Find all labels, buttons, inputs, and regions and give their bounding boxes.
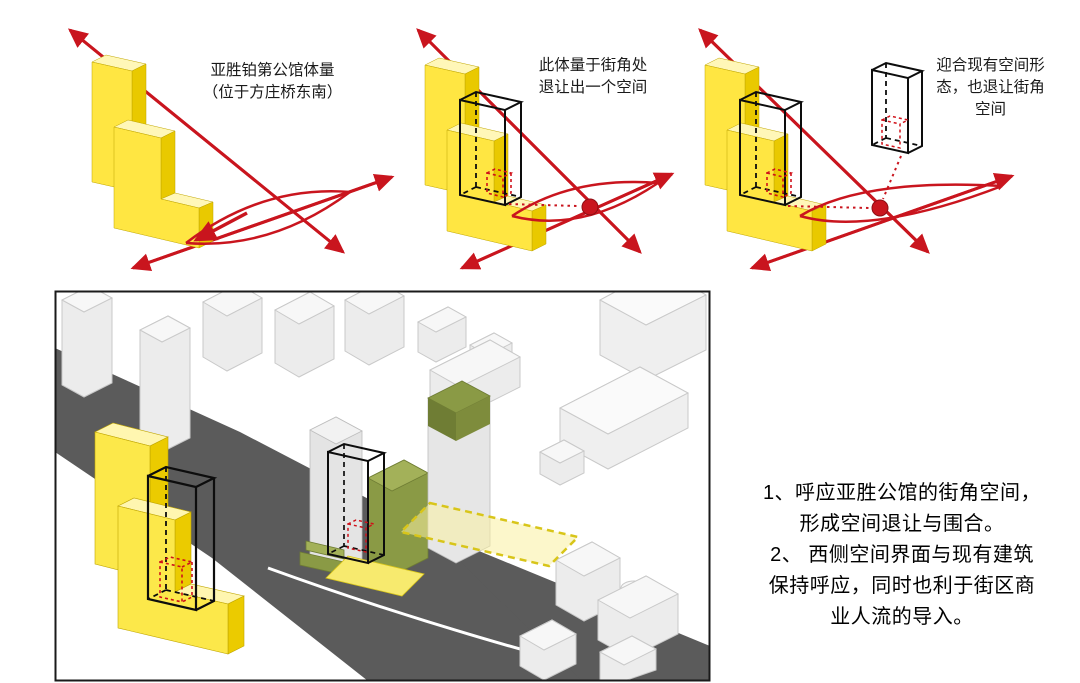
caption-line: 迎合现有空间形	[936, 57, 1045, 74]
corner-space-arcs	[185, 190, 351, 245]
corner-arrow	[193, 211, 248, 242]
dotted-link	[882, 155, 902, 200]
concept-panel-3	[698, 28, 1015, 271]
context-buildings	[60, 292, 708, 680]
note-line: 1、呼应亚胜公馆的街角空间，	[762, 482, 1042, 504]
caption-line: 亚胜铂第公馆体量	[210, 62, 335, 79]
note-line: 2、 西侧空间界面与现有建筑	[770, 544, 1034, 566]
caption-line: 态，也退让街角	[936, 79, 1045, 96]
corner-node-dot	[581, 198, 599, 216]
note-line: 业人流的导入。	[830, 606, 974, 628]
note-line: 形成空间退让与围合。	[799, 513, 1005, 535]
caption-line: 此体量于街角处	[538, 57, 648, 74]
caption-line: 退让出一个空间	[538, 79, 648, 96]
note-line: 保持呼应，同时也利于街区商	[768, 575, 1036, 597]
panel-2-caption: 此体量于街角处 退让出一个空间	[518, 55, 668, 99]
yellow-building	[704, 57, 827, 252]
road-marking	[267, 566, 546, 658]
caption-line: 空间	[974, 101, 1006, 118]
setback-area-dashed	[398, 501, 581, 568]
corner-node-dot	[871, 199, 889, 217]
floating-wireframe-box	[871, 62, 923, 154]
site-image-frame	[54, 290, 711, 682]
design-notes: 1、呼应亚胜公馆的街角空间， 形成空间退让与围合。 2、 西侧空间界面与现有建筑…	[736, 478, 1068, 633]
mansion-wireframe-box	[146, 465, 218, 612]
corner-space-arcs	[511, 180, 659, 222]
concept-panel-2	[416, 28, 675, 270]
tower-wireframe-box	[327, 442, 387, 565]
dotted-link	[787, 205, 870, 209]
caption-line: （位于方庄桥东南）	[202, 84, 343, 101]
dotted-link	[508, 203, 579, 207]
panel-3-caption: 迎合现有空间形 态，也退让街角 空间	[933, 55, 1048, 121]
concept-panel-1	[67, 28, 395, 272]
site-plan-image	[56, 292, 709, 680]
panel-1-caption: 亚胜铂第公馆体量 （位于方庄桥东南）	[190, 60, 355, 104]
